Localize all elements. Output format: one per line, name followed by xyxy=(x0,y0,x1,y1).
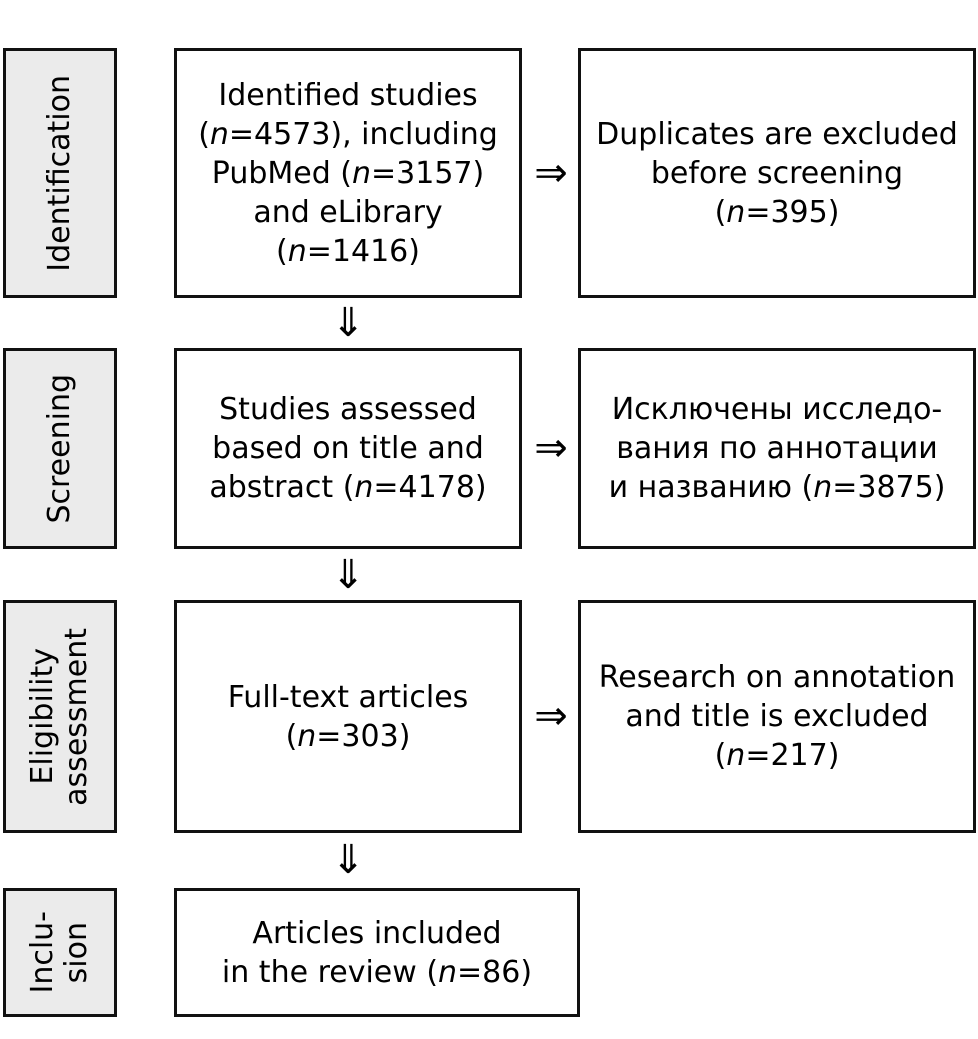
box-full-text-articles[interactable]: Full-text articles (n=303) xyxy=(174,600,522,833)
box-duplicates-excluded[interactable]: Duplicates are excluded before screening… xyxy=(578,48,976,298)
box-excluded-by-abstract-title-text: Исключены исследо- вания по аннотации и … xyxy=(608,392,946,505)
stage-label-screening: Screening xyxy=(3,348,117,549)
stage-label-text-line2: assessment xyxy=(59,627,94,806)
arrow-right-screening: ⇒ xyxy=(534,425,568,471)
stage-label-inclusion: Inclu- sion xyxy=(3,888,117,1017)
arrow-down-identification-to-screening: ⇓ xyxy=(331,300,365,346)
box-articles-included[interactable]: Articles included in the review (n=86) xyxy=(174,888,580,1017)
box-identified-studies-text: Identified studies (n=4573), including P… xyxy=(198,77,498,269)
box-studies-assessed-text: Studies assessed based on title and abst… xyxy=(209,392,487,505)
stage-label-text: Screening xyxy=(42,373,78,524)
box-full-text-articles-text: Full-text articles (n=303) xyxy=(227,679,469,754)
box-duplicates-excluded-text: Duplicates are excluded before screening… xyxy=(596,116,958,230)
box-studies-assessed[interactable]: Studies assessed based on title and abst… xyxy=(174,348,522,549)
arrow-down-screening-to-eligibility: ⇓ xyxy=(331,552,365,598)
box-articles-included-text: Articles included in the review (n=86) xyxy=(221,915,533,990)
box-research-on-annotation-excluded-text: Research on annotation and title is excl… xyxy=(598,660,956,773)
arrow-right-eligibility: ⇒ xyxy=(534,693,568,739)
stage-label-identification: Identification xyxy=(3,48,117,298)
box-identified-studies[interactable]: Identified studies (n=4573), including P… xyxy=(174,48,522,298)
stage-label-text: Identification xyxy=(42,74,78,272)
stage-label-text-line2: sion xyxy=(59,921,94,984)
stage-label-text-line1: Inclu- xyxy=(25,911,61,994)
stage-label-text-line1: Eligibility xyxy=(25,648,61,785)
box-excluded-by-abstract-title[interactable]: Исключены исследо- вания по аннотации и … xyxy=(578,348,976,549)
box-research-on-annotation-excluded[interactable]: Research on annotation and title is excl… xyxy=(578,600,976,833)
arrow-right-identification: ⇒ xyxy=(534,150,568,196)
arrow-down-eligibility-to-inclusion: ⇓ xyxy=(331,837,365,883)
stage-label-eligibility-assessment: Eligibility assessment xyxy=(3,600,117,833)
